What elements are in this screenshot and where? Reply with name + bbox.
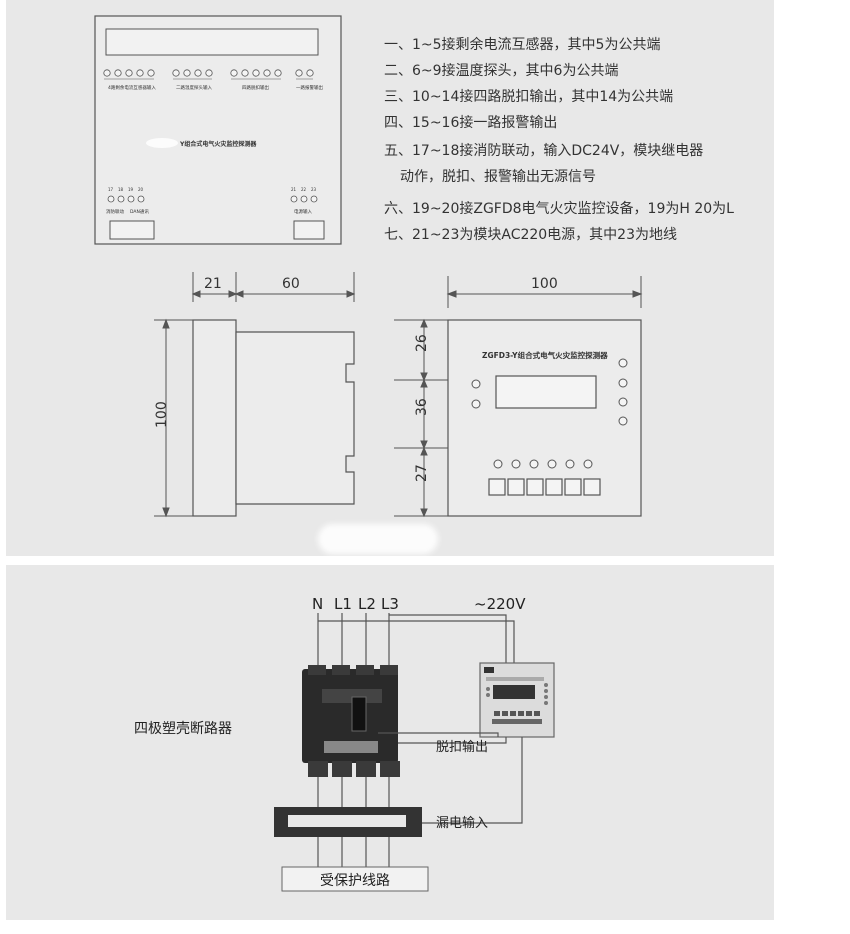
back-num-19: 19 bbox=[128, 187, 134, 192]
terminal-row bbox=[103, 69, 314, 77]
phase-l2: L2 bbox=[358, 595, 376, 613]
side-dim-60: 60 bbox=[282, 276, 300, 292]
phase-n: N bbox=[312, 595, 323, 613]
back-num-20: 20 bbox=[138, 187, 144, 192]
device-side-view: 21 60 100 bbox=[154, 272, 356, 518]
side-front-part bbox=[192, 319, 237, 517]
note-6: 六、19~20接ZGFD8电气火灾监控设备，19为H 20为L bbox=[384, 201, 734, 217]
trip-output-label: 脱扣输出 bbox=[436, 739, 488, 755]
phase-l3: L3 bbox=[381, 595, 399, 613]
back-num-23: 23 bbox=[311, 187, 317, 192]
back-left-slot bbox=[109, 220, 155, 240]
note-5: 五、17~18接消防联动，输入DC24V，模块继电器 bbox=[384, 143, 704, 159]
terminal-group-4: 一路报警输出 bbox=[296, 84, 323, 91]
note-1: 一、1~5接剩余电流互感器，其中5为公共端 bbox=[384, 37, 661, 53]
back-title: Y组合式电气火灾监控探测器 bbox=[179, 140, 257, 148]
front-dim-bottom: 27 bbox=[414, 464, 430, 482]
side-dim-100: 100 bbox=[154, 401, 170, 428]
front-display bbox=[495, 375, 597, 409]
front-led-indicators bbox=[471, 358, 628, 469]
front-buttons bbox=[488, 478, 601, 496]
supply-label: ~220V bbox=[474, 595, 526, 613]
wiring-diagram-panel: N L1 L2 L3 ~220V bbox=[6, 565, 774, 920]
protected-line-label: 受保护线路 bbox=[320, 873, 390, 889]
leakage-current-transformer bbox=[274, 807, 422, 837]
back-label-fire: 消防联动 bbox=[106, 208, 124, 215]
back-num-18: 18 bbox=[118, 187, 124, 192]
side-rail-part bbox=[235, 331, 355, 505]
monitoring-module bbox=[479, 662, 555, 738]
note-4: 四、15~16接一路报警输出 bbox=[384, 115, 558, 131]
back-right-slot bbox=[293, 220, 325, 240]
breaker-label: 四极塑壳断路器 bbox=[134, 720, 232, 737]
note-2: 二、6~9接温度探头，其中6为公共端 bbox=[384, 63, 619, 79]
back-label-strip bbox=[105, 28, 319, 56]
back-num-21: 21 bbox=[291, 187, 297, 192]
specification-panel: 4路剩余电流互感器输入 二路温度探头输入 四路脱扣输出 一路报警输出 Y组合式电… bbox=[6, 0, 774, 556]
note-7: 七、21~23为模块AC220电源，其中23为地线 bbox=[384, 227, 678, 243]
blurred-watermark bbox=[318, 524, 438, 554]
back-num-22: 22 bbox=[301, 187, 307, 192]
front-title: ZGFD3-Y组合式电气火灾监控探测器 bbox=[482, 350, 608, 360]
terminal-group-2: 二路温度探头输入 bbox=[176, 84, 212, 91]
terminal-group-3: 四路脱扣输出 bbox=[242, 84, 269, 91]
back-label-comm: DAN通讯 bbox=[130, 208, 149, 215]
front-dim-mid: 36 bbox=[414, 398, 430, 416]
device-front-view: 100 26 36 27 ZGFD3-Y组合式电气火灾监控探测器 bbox=[394, 276, 643, 518]
terminal-group-1: 4路剩余电流互感器输入 bbox=[108, 84, 156, 91]
device-back-view: 4路剩余电流互感器输入 二路温度探头输入 四路脱扣输出 一路报警输出 Y组合式电… bbox=[94, 15, 342, 245]
molded-case-breaker bbox=[302, 665, 400, 777]
note-3: 三、10~14接四路脱扣输出，其中14为公共端 bbox=[384, 89, 674, 105]
wiring-diagram: N L1 L2 L3 ~220V bbox=[134, 595, 555, 892]
back-label-power: 电源输入 bbox=[294, 208, 312, 215]
note-5-cont: 动作，脱扣、报警输出无源信号 bbox=[400, 169, 596, 185]
blurred-logo-area bbox=[146, 138, 178, 148]
front-dim-top: 26 bbox=[414, 334, 430, 352]
front-body bbox=[447, 319, 642, 517]
leak-input-label: 漏电输入 bbox=[436, 815, 488, 831]
phase-l1: L1 bbox=[334, 595, 352, 613]
side-dim-21: 21 bbox=[204, 276, 222, 292]
back-num-17: 17 bbox=[108, 187, 114, 192]
front-dim-width: 100 bbox=[531, 276, 558, 292]
protected-line-box bbox=[281, 866, 429, 892]
